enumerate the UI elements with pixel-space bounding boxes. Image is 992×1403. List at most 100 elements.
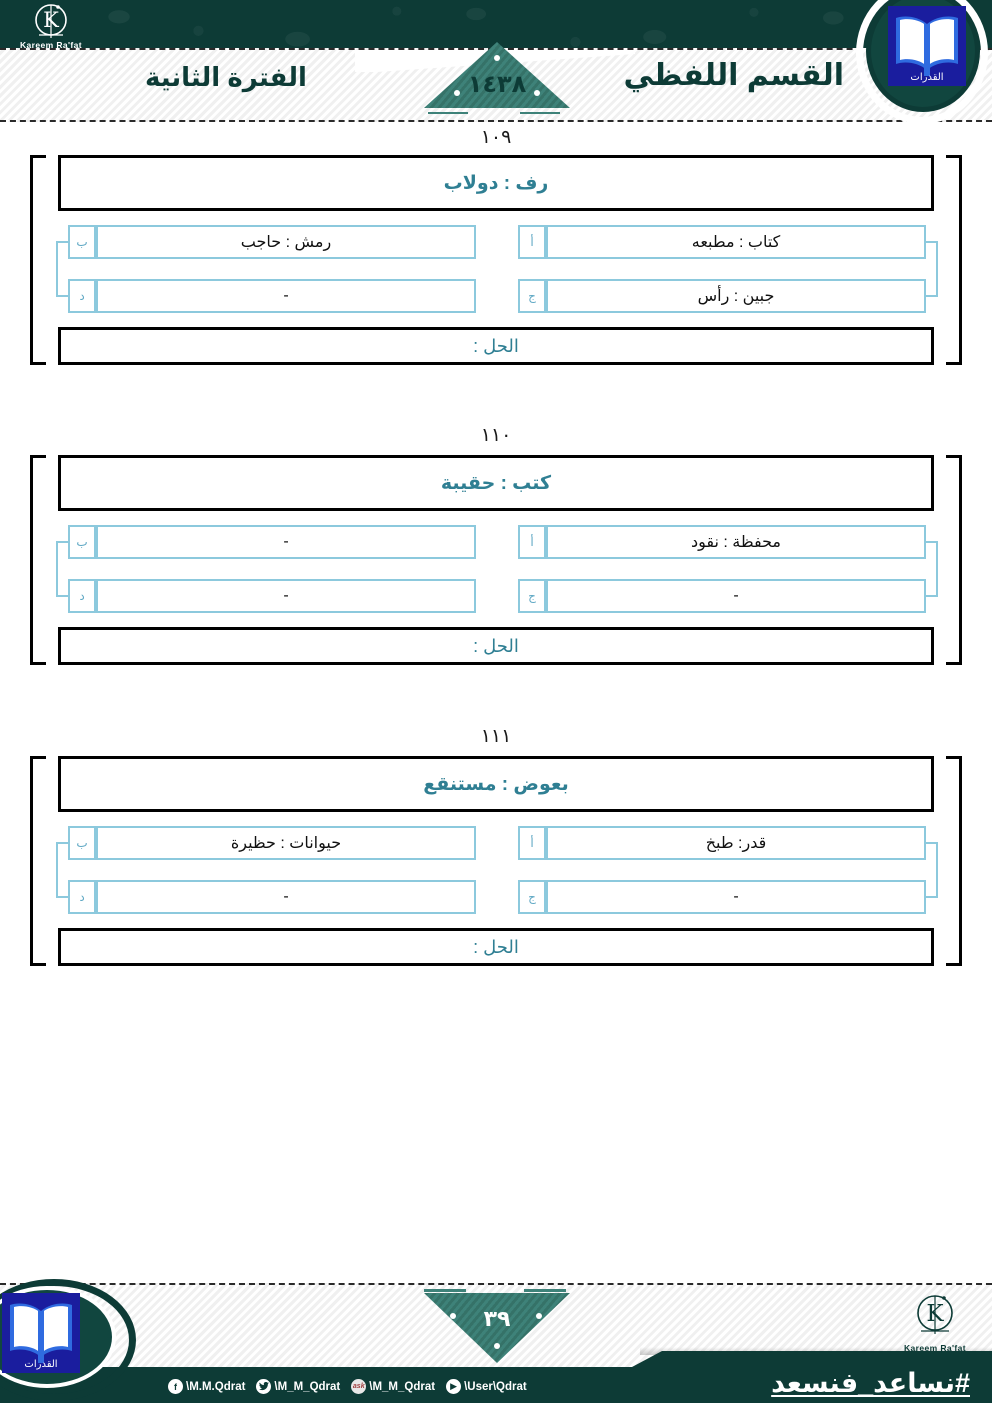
option-text: قدر: طبخ: [546, 826, 926, 860]
options-row: أ كتاب : مطبعه ب رمش : حاجب: [56, 225, 938, 296]
option-text: -: [96, 279, 476, 313]
option-text: -: [546, 579, 926, 613]
social-ask[interactable]: ask \M_M_Qdrat: [351, 1379, 435, 1394]
triangle-dot: [454, 90, 460, 96]
option-text: رمش : حاجب: [96, 225, 476, 259]
option-connector: [56, 896, 68, 898]
option-letter: ج: [518, 279, 546, 313]
social-facebook[interactable]: f \M.M.Qdrat: [168, 1379, 245, 1394]
option-d[interactable]: د -: [56, 880, 476, 914]
social-youtube[interactable]: ▶ \User\Qdrat: [446, 1379, 527, 1394]
option-d[interactable]: د -: [56, 279, 476, 313]
question-number: ١١٠: [480, 424, 512, 446]
triangle-dot: [534, 90, 540, 96]
option-b[interactable]: ب -: [56, 525, 476, 559]
option-connector: [926, 595, 938, 597]
question-stem-text: كتب : حقيبة: [440, 472, 552, 494]
option-text: -: [546, 880, 926, 914]
triangle-dot: [450, 1313, 456, 1319]
question-block-109: رف : دولاب أ كتاب : مطبعه ب رمش : حاجب ج…: [30, 155, 962, 365]
answer-field[interactable]: الحل :: [58, 627, 934, 665]
emblem-text: القدرات: [24, 1359, 57, 1370]
footer-triangle-underline: [524, 1289, 566, 1292]
emblem-text: القدرات: [910, 72, 943, 83]
option-a[interactable]: أ قدر: طبخ: [518, 826, 938, 860]
option-a[interactable]: أ كتاب : مطبعه: [518, 225, 938, 259]
options-spine-right: [936, 542, 938, 596]
open-book-icon: القدرات: [10, 1303, 72, 1370]
author-logo-name-footer: Kareem Ra'fat: [903, 1343, 967, 1353]
option-connector: [926, 295, 938, 297]
triangle-dot: [494, 1343, 500, 1349]
option-connector: [926, 842, 938, 844]
option-text: -: [96, 579, 476, 613]
option-c[interactable]: ج -: [518, 880, 938, 914]
triangle-dot: [494, 55, 500, 61]
page-header: K Kareem Ra'fat القسم اللفظي الفترة الثا…: [0, 0, 992, 124]
option-text: -: [96, 880, 476, 914]
question-stem: بعوض : مستنقع: [58, 756, 934, 812]
option-d[interactable]: د -: [56, 579, 476, 613]
question-stem: رف : دولاب: [58, 155, 934, 211]
bracket-left: [30, 756, 46, 966]
options-grid: أ قدر: طبخ ب حيوانات : حظيرة ج - د -: [56, 826, 938, 934]
triangle-underline: [428, 112, 468, 114]
option-c[interactable]: ج -: [518, 579, 938, 613]
author-logo-name-header: Kareem Ra'fat: [19, 40, 83, 50]
author-logo-header: K Kareem Ra'fat: [8, 2, 94, 50]
author-logo-footer: K Kareem Ra'fat: [892, 1293, 978, 1353]
emblem-book-panel: القدرات: [2, 1293, 80, 1373]
bracket-right: [946, 756, 962, 966]
option-connector: [926, 241, 938, 243]
page-number: ٣٩: [483, 1307, 511, 1332]
answer-field[interactable]: الحل :: [58, 327, 934, 365]
option-text: حيوانات : حظيرة: [96, 826, 476, 860]
option-letter: ج: [518, 579, 546, 613]
options-spine-right: [936, 242, 938, 296]
youtube-icon: ▶: [446, 1379, 462, 1394]
option-connector: [56, 241, 68, 243]
question-stem: كتب : حقيبة: [58, 455, 934, 511]
option-connector: [926, 541, 938, 543]
facebook-icon: f: [168, 1379, 183, 1394]
option-connector: [56, 595, 68, 597]
answer-label: الحل :: [473, 335, 519, 356]
option-text: -: [96, 525, 476, 559]
question-number: ١١١: [480, 725, 512, 747]
option-letter: د: [68, 880, 96, 914]
question-block-111: بعوض : مستنقع أ قدر: طبخ ب حيوانات : حظي…: [30, 756, 962, 966]
option-text: محفظة : نقود: [546, 525, 926, 559]
options-spine-right: [936, 843, 938, 897]
bracket-left: [30, 155, 46, 365]
section-title: القسم اللفظي: [623, 59, 845, 92]
bracket-right: [946, 155, 962, 365]
social-twitter[interactable]: \M_M_Qdrat: [256, 1379, 340, 1394]
header-green-band: [0, 0, 992, 56]
option-b[interactable]: ب حيوانات : حظيرة: [56, 826, 476, 860]
page-number-triangle: ٣٩: [424, 1293, 570, 1363]
options-spine-left: [56, 542, 58, 596]
kareem-monogram-icon: K: [35, 4, 67, 38]
option-c[interactable]: ج جبين : رأس: [518, 279, 938, 313]
qudrat-emblem-header: القدرات: [856, 0, 992, 124]
emblem-outer-ring: [0, 1279, 136, 1401]
option-letter: د: [68, 279, 96, 313]
option-b[interactable]: ب رمش : حاجب: [56, 225, 476, 259]
qudrat-emblem-footer: القدرات: [0, 1279, 148, 1401]
open-book-icon: القدرات: [896, 16, 958, 83]
social-handle: \User\Qdrat: [464, 1380, 527, 1393]
answer-label: الحل :: [473, 635, 519, 656]
answer-field[interactable]: الحل :: [58, 928, 934, 966]
options-spine-left: [56, 843, 58, 897]
option-letter: أ: [518, 826, 546, 860]
footer-green-rise: [632, 1351, 992, 1367]
bracket-right: [946, 455, 962, 665]
period-label: الفترة الثانية: [145, 62, 307, 92]
options-row: أ قدر: طبخ ب حيوانات : حظيرة: [56, 826, 938, 897]
question-number: ١٠٩: [480, 126, 512, 148]
footer-green-band: [0, 1367, 992, 1403]
option-letter: ب: [68, 225, 96, 259]
options-spine-left: [56, 242, 58, 296]
option-letter: أ: [518, 525, 546, 559]
option-a[interactable]: أ محفظة : نقود: [518, 525, 938, 559]
